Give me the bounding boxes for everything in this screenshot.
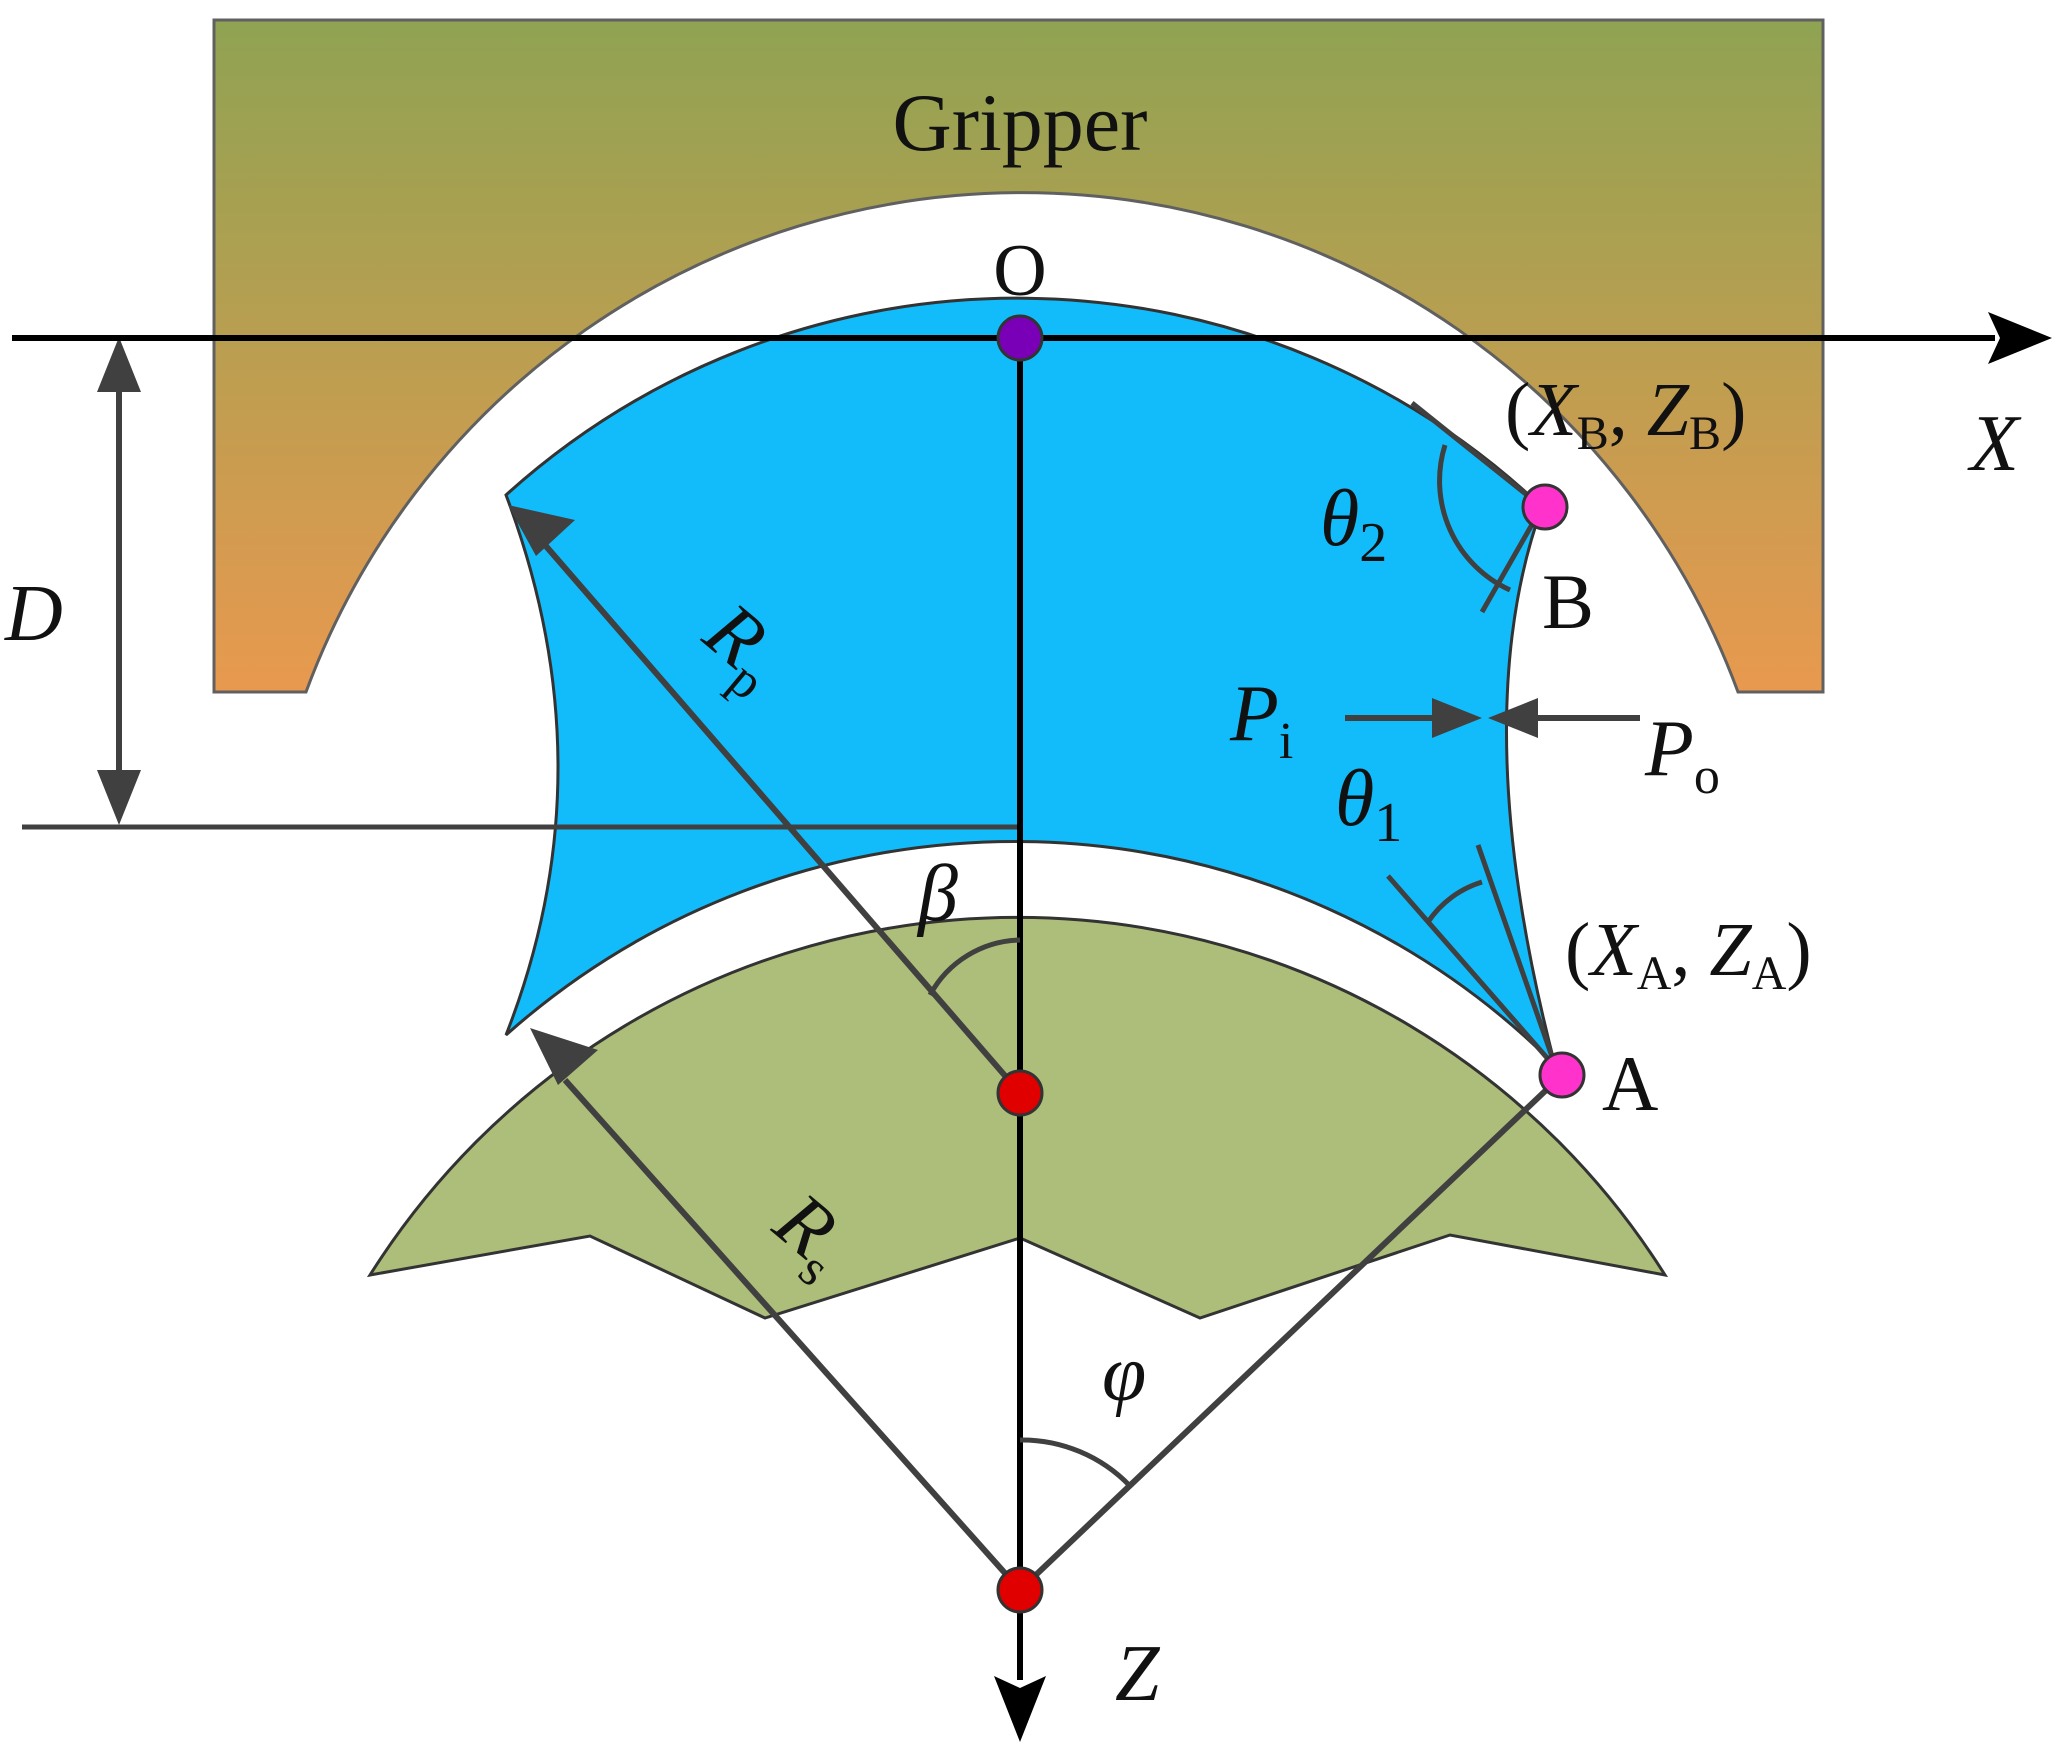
beta-label: β <box>916 850 958 938</box>
z-axis <box>994 338 1046 1742</box>
gripper-body <box>212 18 1825 694</box>
theta1-label: θ1 <box>1335 755 1402 854</box>
d-label: D <box>4 570 63 658</box>
po-label: Po <box>1644 705 1720 805</box>
pi-label: Pi <box>1229 670 1293 770</box>
point-b-label: B <box>1542 558 1594 645</box>
sphere-center-point <box>996 1566 1044 1614</box>
beta-arc <box>927 937 1021 997</box>
phi-arc <box>1019 1437 1132 1488</box>
d-dimension-arrow <box>97 337 141 825</box>
pi-arrow <box>1345 698 1482 738</box>
theta2-label: θ2 <box>1320 475 1387 574</box>
gripper-label: Gripper <box>892 77 1147 168</box>
coord-a-label: (XA, ZA) <box>1565 908 1812 1000</box>
phi-label: φ <box>1102 1330 1146 1418</box>
x-axis-label: X <box>1967 400 2022 488</box>
theta2-arc <box>1437 444 1512 593</box>
phi-line-to-a <box>1017 1072 1565 1593</box>
fluid-edge-a <box>1475 844 1558 1066</box>
coord-b-label: (XB, ZB) <box>1505 368 1746 460</box>
pore-center-point <box>996 1069 1044 1117</box>
rp-radius-arrow <box>508 505 1023 1095</box>
po-arrow <box>1488 698 1640 738</box>
z-axis-label: Z <box>1115 1630 1161 1718</box>
contact-point-b <box>1521 483 1569 531</box>
theta1-arc <box>1425 879 1483 924</box>
point-a-label: A <box>1602 1040 1658 1127</box>
origin-point <box>996 314 1044 362</box>
contact-point-a <box>1538 1051 1586 1099</box>
tangent-line-a <box>1386 874 1564 1077</box>
origin-label: O <box>993 230 1046 312</box>
tangent-line-b <box>1410 401 1544 509</box>
rs-radius-arrow <box>530 1028 1023 1592</box>
